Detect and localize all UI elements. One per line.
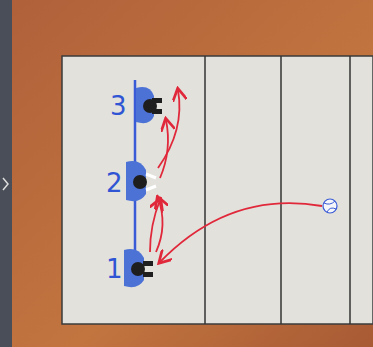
player-3 — [136, 87, 162, 123]
movement-arrow — [158, 90, 179, 168]
set-arrow — [150, 200, 160, 252]
callout-number: 3 — [110, 93, 127, 119]
player-1 — [124, 249, 153, 287]
side-tab-arrow — [3, 178, 8, 190]
player-2 — [126, 161, 156, 201]
callout-number: 2 — [106, 170, 123, 196]
pass-arrow — [160, 203, 322, 262]
volleyball — [323, 199, 337, 213]
court-line — [280, 56, 282, 324]
movement-arrow — [160, 120, 168, 178]
screen-edge — [0, 0, 12, 347]
court — [62, 56, 373, 324]
callout-number: 1 — [106, 256, 123, 282]
court-line — [349, 56, 351, 324]
court-line — [204, 56, 206, 324]
